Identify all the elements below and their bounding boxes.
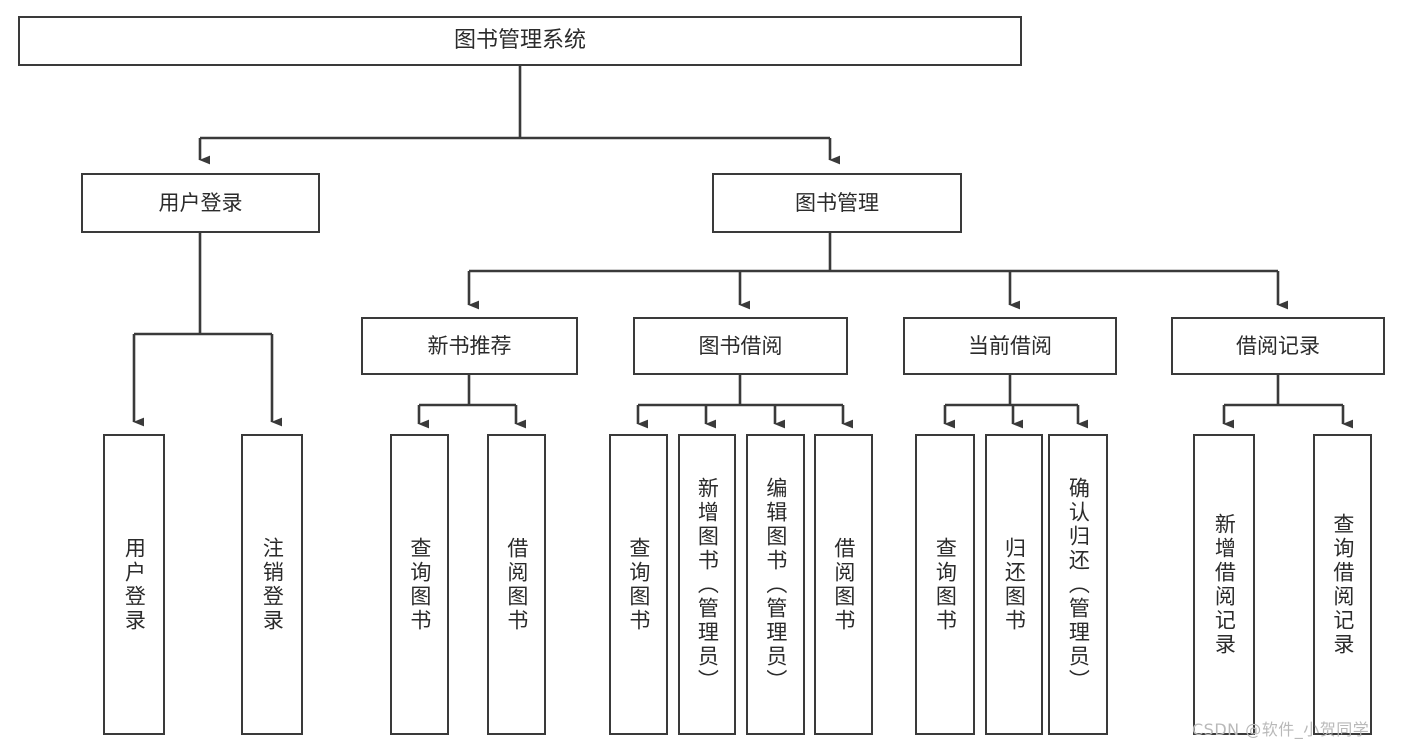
node-leaf-borrow-edit[interactable]: 编辑图书（管理员） — [746, 434, 805, 735]
node-leaf-rec-add-label: 新增借阅记录 — [1212, 512, 1237, 657]
node-borrow-record-label: 借阅记录 — [1236, 333, 1320, 358]
node-root-label: 图书管理系统 — [453, 28, 586, 54]
node-leaf-user-login[interactable]: 用户登录 — [103, 434, 165, 735]
node-leaf-user-login-label: 用户登录 — [122, 536, 147, 633]
node-current-borrow[interactable]: 当前借阅 — [903, 317, 1117, 375]
node-leaf-cur-query[interactable]: 查询图书 — [915, 434, 975, 735]
node-leaf-user-logout[interactable]: 注销登录 — [241, 434, 303, 735]
node-book-borrow[interactable]: 图书借阅 — [633, 317, 848, 375]
node-leaf-cur-query-label: 查询图书 — [933, 536, 958, 633]
node-book-manage-label: 图书管理 — [795, 190, 879, 215]
node-leaf-borrow-edit-label: 编辑图书（管理员） — [763, 476, 788, 693]
node-leaf-borrow-add-label: 新增图书（管理员） — [695, 476, 720, 693]
node-current-borrow-label: 当前借阅 — [968, 333, 1052, 358]
node-leaf-rec-search[interactable]: 查询借阅记录 — [1313, 434, 1372, 735]
node-leaf-cur-return-label: 归还图书 — [1002, 536, 1027, 633]
node-leaf-rec-borrow-label: 借阅图书 — [504, 536, 529, 633]
node-leaf-borrow-lend-label: 借阅图书 — [831, 536, 856, 633]
node-leaf-rec-add[interactable]: 新增借阅记录 — [1193, 434, 1255, 735]
node-root[interactable]: 图书管理系统 — [18, 16, 1022, 66]
node-book-borrow-label: 图书借阅 — [698, 333, 783, 358]
node-borrow-record[interactable]: 借阅记录 — [1171, 317, 1385, 375]
node-leaf-borrow-add[interactable]: 新增图书（管理员） — [678, 434, 736, 735]
node-new-book-rec-label: 新书推荐 — [427, 333, 512, 358]
node-leaf-cur-confirm[interactable]: 确认归还（管理员） — [1048, 434, 1108, 735]
node-user-login-label: 用户登录 — [158, 190, 243, 215]
node-leaf-borrow-query-label: 查询图书 — [626, 536, 651, 633]
node-leaf-cur-return[interactable]: 归还图书 — [985, 434, 1043, 735]
node-leaf-rec-borrow[interactable]: 借阅图书 — [487, 434, 546, 735]
node-book-manage[interactable]: 图书管理 — [712, 173, 962, 233]
node-new-book-rec[interactable]: 新书推荐 — [361, 317, 578, 375]
node-leaf-rec-query-label: 查询图书 — [407, 536, 432, 633]
node-leaf-rec-search-label: 查询借阅记录 — [1330, 512, 1355, 657]
watermark: CSDN @软件_小贺同学 — [1192, 720, 1370, 739]
node-user-login[interactable]: 用户登录 — [81, 173, 320, 233]
node-leaf-borrow-lend[interactable]: 借阅图书 — [814, 434, 873, 735]
node-leaf-rec-query[interactable]: 查询图书 — [390, 434, 449, 735]
node-leaf-borrow-query[interactable]: 查询图书 — [609, 434, 668, 735]
node-leaf-cur-confirm-label: 确认归还（管理员） — [1066, 476, 1091, 693]
node-leaf-user-logout-label: 注销登录 — [260, 536, 285, 633]
